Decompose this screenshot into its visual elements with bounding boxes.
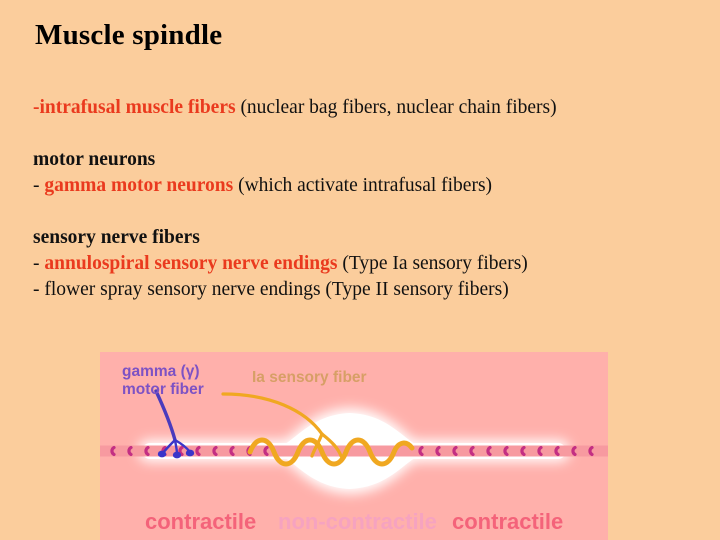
gamma-motor-fiber	[154, 389, 195, 459]
muscle-spindle-diagram: gamma (γ) motor fiber Ia sensory fiber c…	[100, 352, 608, 540]
sensory-nerve-fibers-heading-text: sensory nerve fibers	[33, 227, 200, 248]
bullet-annulospiral-endings: - annulospiral sensory nerve endings (Ty…	[33, 251, 703, 277]
heading-motor-neurons: motor neurons	[33, 147, 703, 173]
intrafusal-label: -intrafusal muscle fibers	[33, 97, 236, 118]
contractile-label-right: contractile	[452, 509, 563, 534]
muscle-spindle-svg: gamma (γ) motor fiber Ia sensory fiber c…	[100, 352, 608, 540]
gamma-motor-neurons-label: gamma motor neurons	[44, 175, 234, 196]
gamma-bullet-prefix: -	[33, 175, 45, 196]
annulospiral-detail: (Type Ia sensory fibers)	[337, 253, 528, 274]
spacer-1	[33, 121, 703, 147]
gamma-motor-neurons-detail: (which activate intrafusal fibers)	[233, 175, 493, 196]
bullet-gamma-motor-neurons: - gamma motor neurons (which activate in…	[33, 173, 703, 199]
motor-neurons-heading-text: motor neurons	[33, 149, 156, 170]
annulospiral-label: annulospiral sensory nerve endings	[44, 253, 338, 274]
bullet-intrafusal-muscle-fibers: -intrafusal muscle fibers (nuclear bag f…	[33, 95, 703, 121]
body-text-block: -intrafusal muscle fibers (nuclear bag f…	[33, 95, 703, 303]
contractile-label-left: contractile	[145, 509, 256, 534]
annulospiral-bullet-prefix: -	[33, 253, 45, 274]
intrafusal-detail: (nuclear bag fibers, nuclear chain fiber…	[235, 97, 557, 118]
muscle-fiber-band	[100, 445, 608, 457]
spacer-2	[33, 199, 703, 225]
gamma-motor-fiber-label-line1: gamma (γ)	[122, 363, 200, 380]
ia-sensory-fiber	[221, 392, 415, 467]
gamma-motor-fiber-label-line2: motor fiber	[122, 381, 204, 398]
ia-sensory-fiber-label: Ia sensory fiber	[252, 369, 367, 386]
bullet-flower-spray-endings: - flower spray sensory nerve endings (Ty…	[33, 277, 703, 303]
flower-spray-text: - flower spray sensory nerve endings (Ty…	[33, 279, 509, 300]
page-title: Muscle spindle	[35, 19, 223, 51]
non-contractile-label: non-contractile	[278, 509, 437, 534]
heading-sensory-nerve-fibers: sensory nerve fibers	[33, 225, 703, 251]
